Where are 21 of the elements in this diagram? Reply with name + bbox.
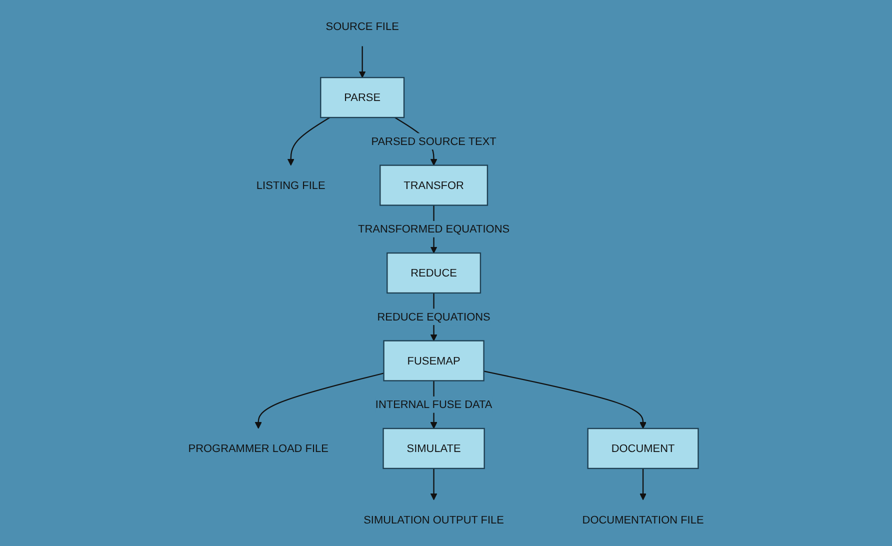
edge-label: REDUCE EQUATIONS [377, 310, 490, 323]
node-text: LISTING FILE [256, 178, 326, 192]
node-box: SIMULATE [382, 428, 485, 470]
node-text: SIMULATION OUTPUT FILE [364, 513, 504, 526]
node-text: SOURCE FILE [326, 20, 399, 32]
arrow [430, 468, 438, 500]
node-box: DOCUMENT [587, 428, 699, 470]
arrow [484, 370, 646, 429]
node-text: PROGRAMMER LOAD FILE [188, 442, 328, 454]
edge-label: PARSED SOURCE TEXT [371, 134, 496, 148]
arrow [358, 46, 366, 78]
arrow [254, 372, 384, 429]
arrow [287, 117, 330, 166]
arrow [640, 468, 646, 500]
node-box: REDUCE [386, 252, 482, 294]
node-box: TRANSFOR [380, 164, 488, 206]
edge-label: TRANSFORMED EQUATIONS [358, 222, 510, 236]
node-text: DOCUMENTATION FILE [582, 513, 704, 526]
node-box: PARSE [320, 76, 405, 118]
node-box: FUSEMAP [383, 340, 484, 382]
edge-label: INTERNAL FUSE DATA [375, 398, 492, 410]
